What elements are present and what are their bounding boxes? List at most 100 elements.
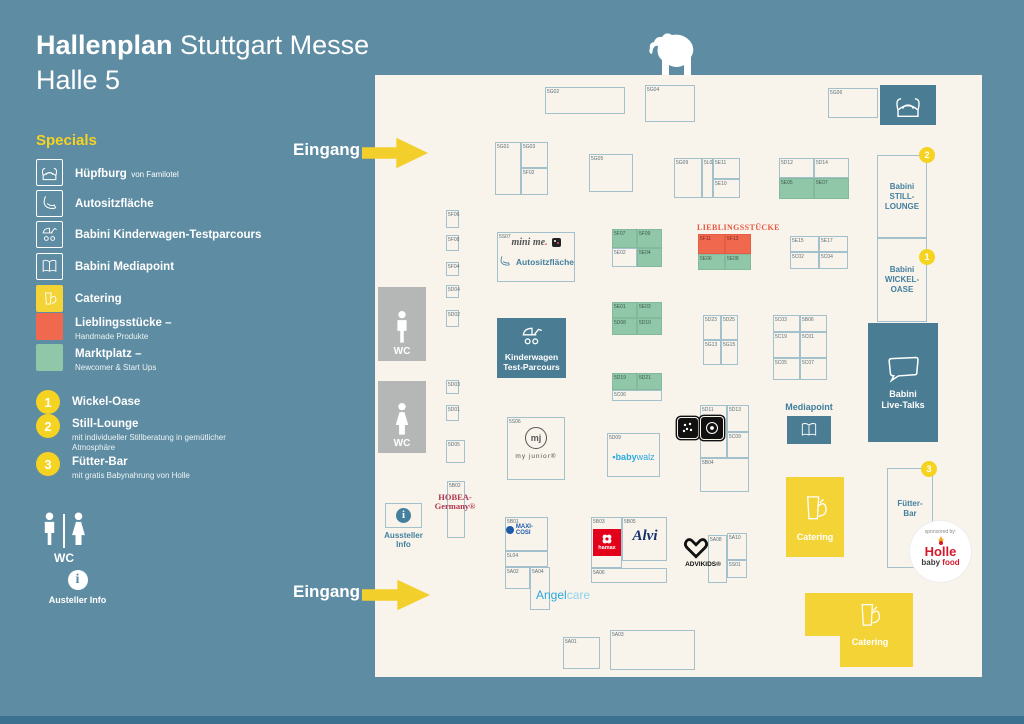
- catering-area-2b: [840, 635, 913, 667]
- car-seat-icon: [36, 190, 63, 217]
- legend-label: Autositzfläche: [75, 197, 154, 210]
- map-marker-1: 1: [919, 249, 935, 265]
- babywalz-logo: •babywalz: [612, 452, 655, 462]
- aussteller-info-label: Aussteller Info: [384, 531, 423, 549]
- catering-icon: [36, 285, 63, 312]
- legend-label: Catering: [75, 292, 122, 305]
- wc-label: WC: [393, 346, 411, 357]
- legend-sub: mit individueller Stillberatung in gemüt…: [72, 433, 226, 452]
- advikids-logo: ADVIKIDS®: [683, 536, 723, 568]
- marker-1: 1: [36, 390, 60, 414]
- kinderwagen-testparcours-area: Kinderwagen Test-Parcours: [497, 318, 566, 378]
- huepfburg-area: [880, 85, 936, 125]
- bouncy-castle-icon: [36, 159, 63, 186]
- wickel-oase-label: Babini: [889, 265, 915, 274]
- mj-icon: mj: [525, 427, 547, 449]
- legend-item-fuetter-bar: 3 Fütter-Bar mit gratis Babynahrung von …: [36, 452, 190, 481]
- title-bold: Hallenplan: [36, 30, 173, 60]
- legend-item-catering: Catering: [36, 285, 122, 312]
- specials-heading: Specials: [36, 132, 97, 149]
- man-icon: [397, 311, 407, 343]
- live-talks-label: Babini: [889, 389, 917, 399]
- hobea-logo: HOBEA- Germany®: [434, 492, 476, 511]
- title-line2: Halle 5: [36, 65, 121, 95]
- legend-item-lieblingsstuecke: Lieblingsstücke – Handmade Produkte: [36, 313, 172, 342]
- marker-2: 2: [36, 414, 60, 438]
- legend-label: Lieblingsstücke –: [75, 317, 172, 329]
- legend-item-still-lounge: 2 Still-Lounge mit individueller Stillbe…: [36, 414, 242, 453]
- wc-divider: [63, 514, 65, 548]
- babini-live-talks-area: Babini Live-Talks: [868, 323, 938, 442]
- legend-sub: Newcomer & Start Ups: [75, 363, 157, 372]
- mediapoint-area: [787, 416, 831, 444]
- angelcare-logo: Angelcare: [536, 588, 591, 602]
- legend-item-autositzflaeche: Autositzfläche: [36, 190, 154, 217]
- open-book-icon: [36, 253, 63, 280]
- myjunior-logo: mj my junior®: [507, 427, 565, 460]
- legend-label: Wickel-Oase: [72, 396, 141, 408]
- eingang-top-label: Eingang: [293, 140, 361, 159]
- catering-area-1: Catering: [786, 477, 844, 557]
- babini-wickel-oase-area: Babini WICKEL- OASE: [877, 238, 927, 322]
- maxicosi-icon: [506, 526, 514, 534]
- legend-sub: Handmade Produkte: [75, 332, 149, 341]
- exhibitor-logo-tile-dots: [677, 417, 699, 439]
- holle-logo: Holle: [924, 544, 957, 559]
- bouncy-castle-icon: [896, 98, 920, 117]
- still-lounge-label: Babini: [889, 181, 915, 191]
- legend-label: Still-Lounge: [72, 418, 139, 430]
- lieblingsstuecke-swatch: [36, 313, 63, 340]
- legend-label: Hüpfburg: [75, 167, 127, 180]
- wc-label: WC: [393, 438, 411, 449]
- alvi-logo: Alvi: [632, 528, 658, 544]
- babini-still-lounge-area: Babini STILL- LOUNGE: [877, 155, 927, 238]
- legend-item-kinderwagen-testparcours: Babini Kinderwagen-Testparcours: [36, 221, 261, 248]
- aussteller-info-area: i: [385, 503, 422, 528]
- speech-bubble-icon: [888, 356, 919, 383]
- legend-info: i Austeller Info: [20, 570, 135, 605]
- legend-item-marktplatz: Marktplatz – Newcomer & Start Ups: [36, 344, 156, 373]
- open-book-icon: [801, 423, 817, 436]
- heart-icon: [683, 538, 709, 559]
- eingang-bottom-label: Eingang: [293, 582, 361, 601]
- map-marker-2: 2: [919, 147, 935, 163]
- catering-label: Catering: [796, 532, 834, 542]
- marker-3: 3: [36, 452, 60, 476]
- stroller-icon: [522, 327, 542, 345]
- legend-label: Marktplatz –: [75, 348, 142, 360]
- elephant-icon: [649, 33, 694, 75]
- sponsored-by-label: sponsored by:: [924, 529, 957, 535]
- stroller-icon: [36, 221, 63, 248]
- kinderwagen-label-2: Test-Parcours: [503, 362, 560, 372]
- legend-label: Babini Kinderwagen-Testparcours: [75, 228, 262, 241]
- legend-item-wickel-oase: 1 Wickel-Oase: [36, 390, 140, 414]
- wc-icon: [38, 512, 90, 548]
- catering-label: Catering: [851, 637, 889, 647]
- catering-area-2: [805, 593, 913, 636]
- mediapoint-label: Mediapoint: [785, 402, 833, 412]
- hamax-icon: [602, 534, 612, 544]
- exhibitor-logo-tile-ring: [700, 416, 724, 440]
- fuetter-bar-label: Fütter-: [897, 499, 923, 508]
- info-icon: i: [396, 508, 411, 523]
- lieblingsstuecke-heading: LIEBLINGSSTÜCKE: [697, 223, 780, 232]
- legend-item-huepfburg: Hüpfburg von Familotel: [36, 159, 179, 186]
- legend-label: Babini Mediapoint: [75, 260, 175, 273]
- info-label: Austeller Info: [48, 595, 107, 605]
- legend-sub: mit gratis Babynahrung von Holle: [72, 471, 190, 480]
- holle-crest-icon: [936, 536, 945, 545]
- kinderwagen-label-1: Kinderwagen: [504, 352, 559, 362]
- holle-sponsor-sticker: sponsored by: Holle baby food: [910, 521, 971, 582]
- page-title: Hallenplan Stuttgart Messe Halle 5: [36, 28, 369, 98]
- catering-icon: [861, 603, 881, 626]
- legend-wc: WC: [38, 512, 90, 569]
- wc-men-area: WC: [378, 287, 426, 361]
- wc-label: WC: [54, 551, 74, 565]
- catering-icon: [807, 496, 827, 520]
- wc-women-area: WC: [378, 381, 426, 453]
- legend-suffix: von Familotel: [131, 169, 179, 179]
- title-rest: Stuttgart Messe: [172, 30, 370, 60]
- info-icon: i: [67, 570, 88, 590]
- marktplatz-swatch: [36, 344, 63, 371]
